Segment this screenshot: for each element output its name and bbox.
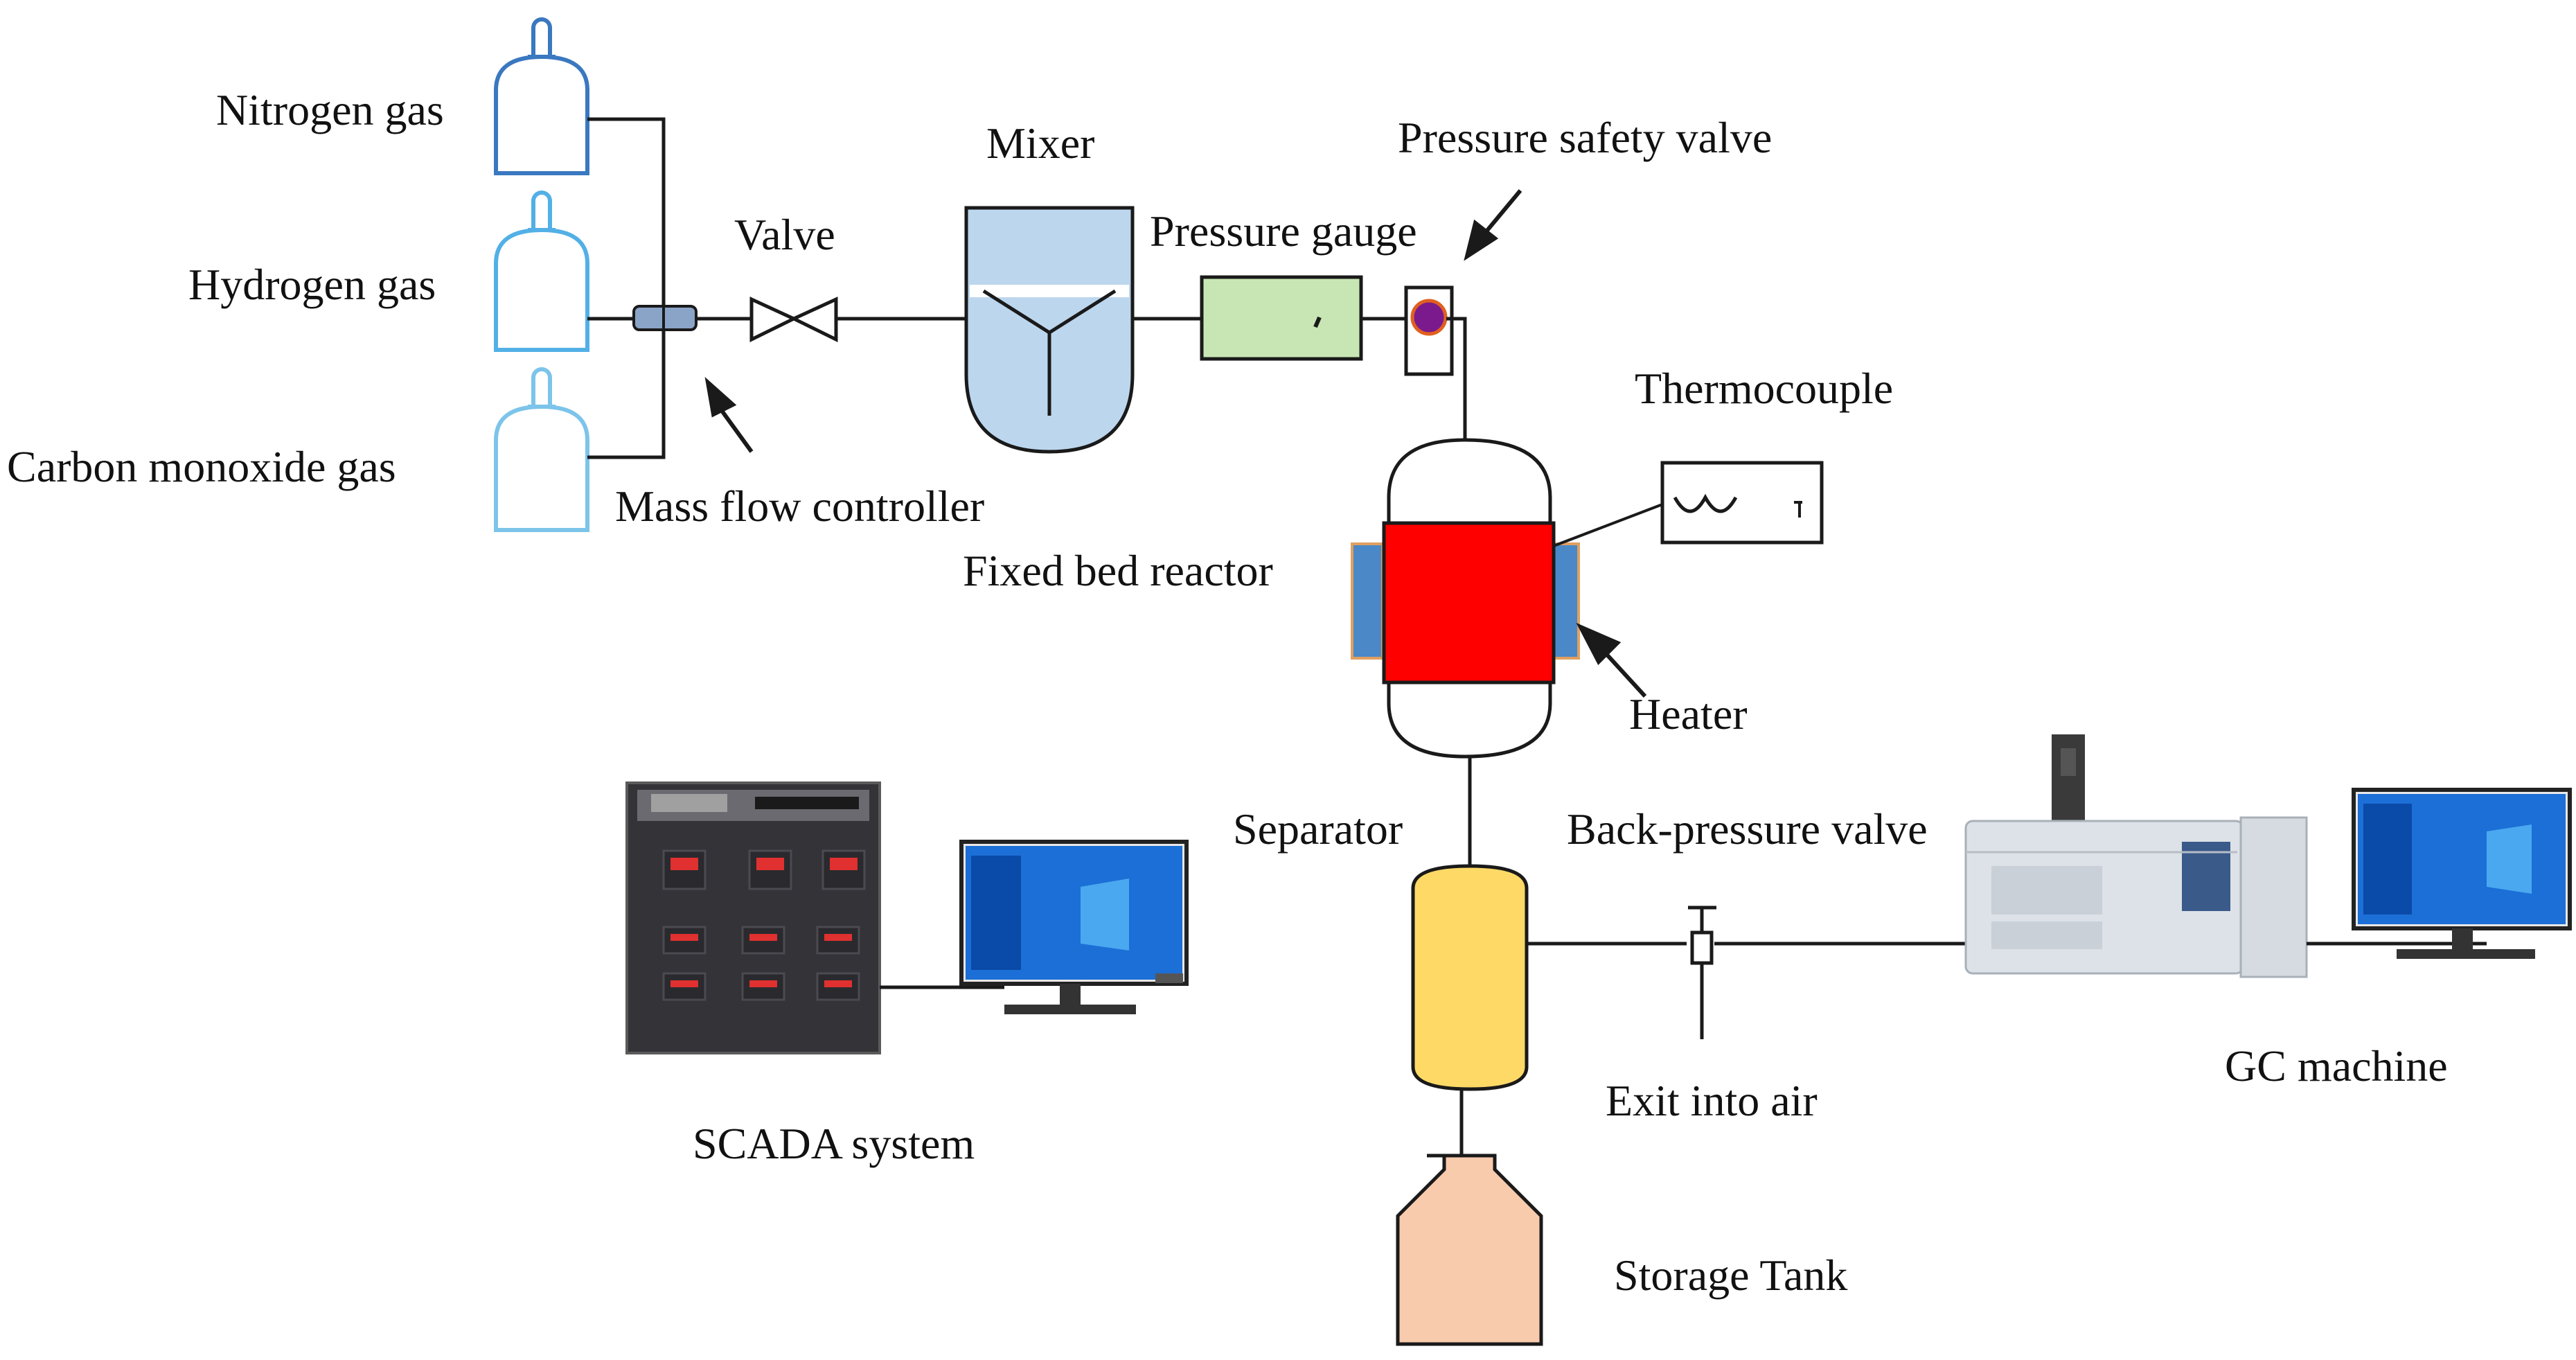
- pressure-safety-valve-arrow: [1464, 189, 1522, 261]
- hydrogen-cylinder: [494, 191, 589, 352]
- thermocouple-label: Thermocouple: [1635, 364, 1893, 413]
- fixed-bed-reactor-label: Fixed bed reactor: [963, 546, 1273, 595]
- nitrogen-cylinder: [494, 17, 589, 175]
- gas-manifold-lines: [587, 117, 666, 459]
- carbon-monoxide-cylinder: [494, 367, 589, 532]
- pressure-safety-valve-label: Pressure safety valve: [1398, 113, 1772, 162]
- separator-label: Separator: [1233, 804, 1403, 854]
- separator-vessel: [1411, 864, 1529, 1091]
- fixed-bed-reactor: [1382, 438, 1556, 759]
- heater-label: Heater: [1629, 689, 1748, 739]
- gc-computer-monitor: [2352, 788, 2572, 959]
- valve-label: Valve: [734, 210, 835, 259]
- mass-flow-controller-arrow: [704, 377, 754, 453]
- gc-machine: [1964, 734, 2308, 978]
- gc-machine-label: GC machine: [2225, 1041, 2448, 1090]
- scada-computer-monitor: [959, 840, 1189, 1014]
- storage-tank-label: Storage Tank: [1614, 1251, 1847, 1300]
- safety-valve-to-reactor-line: [1446, 317, 1467, 440]
- mixer-vessel: [964, 206, 1135, 454]
- scada-system-label: SCADA system: [693, 1119, 975, 1168]
- pressure-gauge-label: Pressure gauge: [1150, 206, 1417, 256]
- scada-panel: [625, 781, 881, 1054]
- back-pressure-valve-label: Back-pressure valve: [1567, 804, 1928, 854]
- carbon-monoxide-gas-label: Carbon monoxide gas: [7, 442, 396, 491]
- storage-tank: [1396, 1154, 1543, 1346]
- back-pressure-valve-symbol: [1688, 906, 1716, 1039]
- pressure-safety-valve: [1404, 285, 1454, 376]
- pressure-gauge: [1200, 275, 1363, 361]
- mass-flow-controller: [632, 305, 698, 331]
- thermocouple: [1553, 461, 1824, 547]
- mixer-label: Mixer: [986, 118, 1094, 168]
- heater-arrow: [1576, 622, 1647, 698]
- mass-flow-controller-label: Mass flow controller: [615, 482, 984, 531]
- exit-into-air-label: Exit into air: [1606, 1076, 1818, 1125]
- nitrogen-gas-label: Nitrogen gas: [216, 85, 444, 134]
- valve-symbol: [749, 297, 838, 343]
- hydrogen-gas-label: Hydrogen gas: [188, 260, 436, 309]
